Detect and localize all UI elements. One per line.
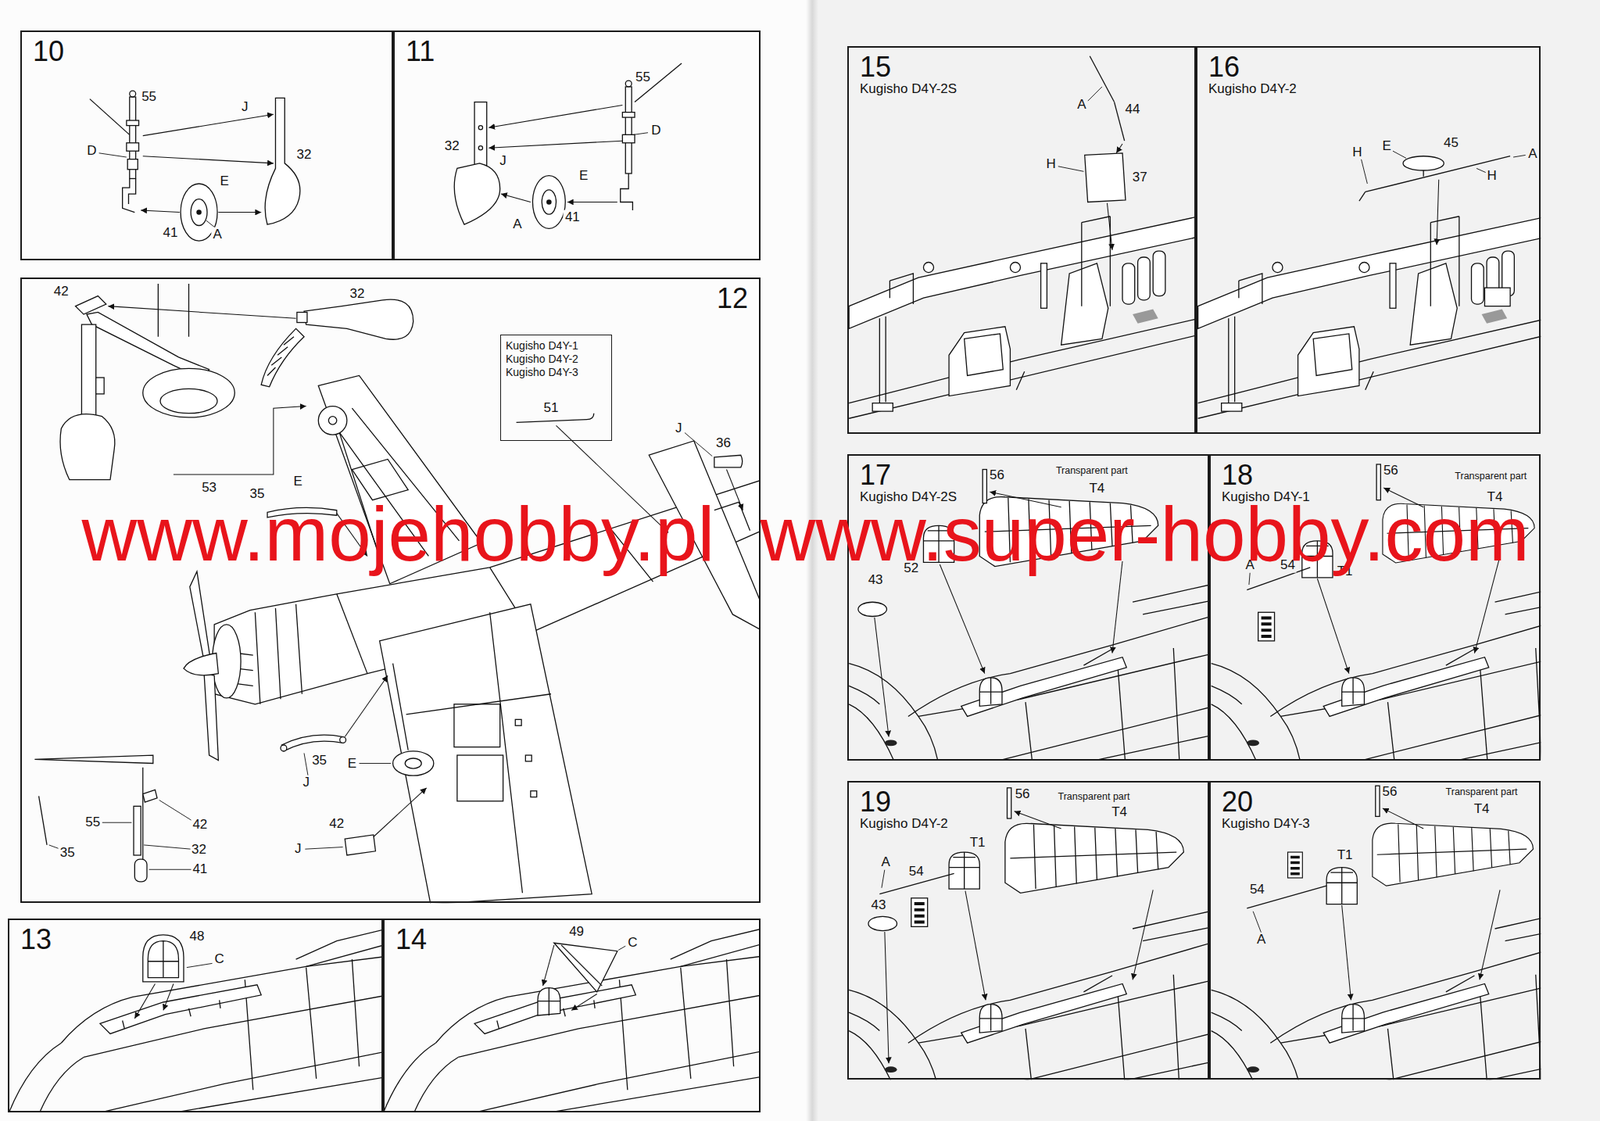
callout-label: 36 xyxy=(714,435,733,451)
callout-label: J xyxy=(673,421,684,437)
callout-label: 42 xyxy=(190,816,209,832)
callout-label: H xyxy=(1045,157,1058,172)
step-number: 18 xyxy=(1221,461,1253,490)
step-number: 16 xyxy=(1208,53,1240,82)
step-panel: 20Kugisho D4Y-3 xyxy=(1209,780,1541,1080)
callout-label: J xyxy=(293,841,304,857)
callout-label: T1 xyxy=(1335,848,1355,863)
callout-label: C xyxy=(213,952,226,967)
callout-label: 45 xyxy=(1442,135,1461,151)
callout-label: J xyxy=(497,153,509,169)
callout-label: H xyxy=(1485,168,1498,183)
callout-label: E xyxy=(1380,138,1393,154)
callout-label: 42 xyxy=(327,816,346,831)
callout-label: 56 xyxy=(1381,784,1400,800)
step-panel: 10 xyxy=(20,30,394,261)
variant-list: Kugisho D4Y-1 Kugisho D4Y-2 Kugisho D4Y-… xyxy=(505,339,607,379)
step-panel: 15Kugisho D4Y-2S xyxy=(847,46,1196,434)
callout-label: 56 xyxy=(1013,786,1032,802)
callout-label: 48 xyxy=(187,929,206,945)
variant-title: Kugisho D4Y-2 xyxy=(859,816,1197,832)
callout-label: 37 xyxy=(1131,170,1149,186)
callout-label: 32 xyxy=(443,138,462,154)
transparent-note: Transparent part xyxy=(1055,791,1132,803)
callout-label: 55 xyxy=(139,89,158,105)
callout-label: A xyxy=(1526,146,1539,162)
callout-label: E xyxy=(292,474,305,490)
callout-label: 32 xyxy=(347,286,366,302)
callout-label: A xyxy=(511,217,523,233)
callout-label: 54 xyxy=(907,864,926,880)
callout-label: 55 xyxy=(83,815,102,831)
callout-label: A xyxy=(879,855,892,870)
step-panel: 17Kugisho D4Y-2S xyxy=(847,454,1210,761)
transparent-note: Transparent part xyxy=(1444,787,1520,799)
step-panel: 14 xyxy=(382,918,761,1113)
callout-label: 35 xyxy=(310,752,329,768)
callout-label: E xyxy=(346,755,358,771)
step-number: 10 xyxy=(32,37,65,66)
callout-label: 53 xyxy=(200,480,219,496)
step-number: 14 xyxy=(395,925,427,954)
callout-label: J xyxy=(239,100,251,115)
step-panel: 19Kugisho D4Y-2 xyxy=(847,780,1210,1080)
callout-label: 42 xyxy=(52,284,71,300)
step-number: 17 xyxy=(859,461,892,490)
step-number: 12 xyxy=(716,284,749,313)
step-number: 15 xyxy=(859,53,892,82)
callout-label: E xyxy=(577,168,590,183)
callout-label: 32 xyxy=(295,147,314,163)
callout-label: E xyxy=(218,174,231,190)
step-panel: 12Kugisho D4Y-1 Kugisho D4Y-2 Kugisho D4… xyxy=(20,277,761,903)
step-panel: 16Kugisho D4Y-2 xyxy=(1195,46,1541,434)
callout-label: D xyxy=(649,123,663,139)
callout-label: 35 xyxy=(248,486,267,502)
callout-label: H xyxy=(1350,144,1364,160)
variant-title: Kugisho D4Y-2S xyxy=(859,81,1184,97)
callout-label: 43 xyxy=(866,572,885,588)
callout-label: 51 xyxy=(541,400,560,416)
callout-label: J xyxy=(300,775,312,791)
callout-label: T1 xyxy=(968,835,988,851)
callout-label: A xyxy=(211,227,223,243)
callout-label: 44 xyxy=(1123,101,1142,117)
callout-label: 41 xyxy=(190,862,209,877)
callout-label: C xyxy=(626,935,639,951)
callout-label: A xyxy=(1255,932,1268,948)
callout-label: 56 xyxy=(987,468,1006,484)
variant-title: Kugisho D4Y-2S xyxy=(859,489,1197,505)
callout-label: 56 xyxy=(1381,462,1400,478)
step-number: 13 xyxy=(20,925,52,954)
callout-label: T4 xyxy=(1087,481,1107,497)
callout-label: T1 xyxy=(1335,564,1355,580)
watermark: www.mojehobby.pl xyxy=(81,505,715,564)
callout-label: T4 xyxy=(1109,805,1129,820)
variant-title: Kugisho D4Y-2 xyxy=(1208,81,1529,97)
callout-label: 32 xyxy=(189,842,208,858)
callout-label: 43 xyxy=(869,898,888,913)
variant-box: Kugisho D4Y-1 Kugisho D4Y-2 Kugisho D4Y-… xyxy=(500,334,613,441)
callout-label: T4 xyxy=(1485,489,1505,505)
callout-label: T4 xyxy=(1472,801,1492,817)
step-panel: 13 xyxy=(7,918,383,1113)
callout-label: 41 xyxy=(563,210,582,226)
callout-label: 54 xyxy=(1248,882,1267,898)
callout-label: 41 xyxy=(161,225,180,240)
watermark: www.super-hobby.com xyxy=(760,505,1530,564)
step-number: 19 xyxy=(859,787,892,817)
callout-label: A xyxy=(1075,97,1088,113)
callout-label: 35 xyxy=(58,845,77,861)
transparent-note: Transparent part xyxy=(1054,465,1130,477)
variant-title: Kugisho D4Y-3 xyxy=(1221,816,1529,832)
step-number: 11 xyxy=(405,37,435,66)
callout-label: 55 xyxy=(633,70,652,86)
variant-title: Kugisho D4Y-1 xyxy=(1221,489,1529,505)
callout-label: D xyxy=(85,143,98,159)
step-number: 20 xyxy=(1221,787,1253,817)
callout-label: 49 xyxy=(567,924,586,940)
transparent-note: Transparent part xyxy=(1453,471,1529,483)
